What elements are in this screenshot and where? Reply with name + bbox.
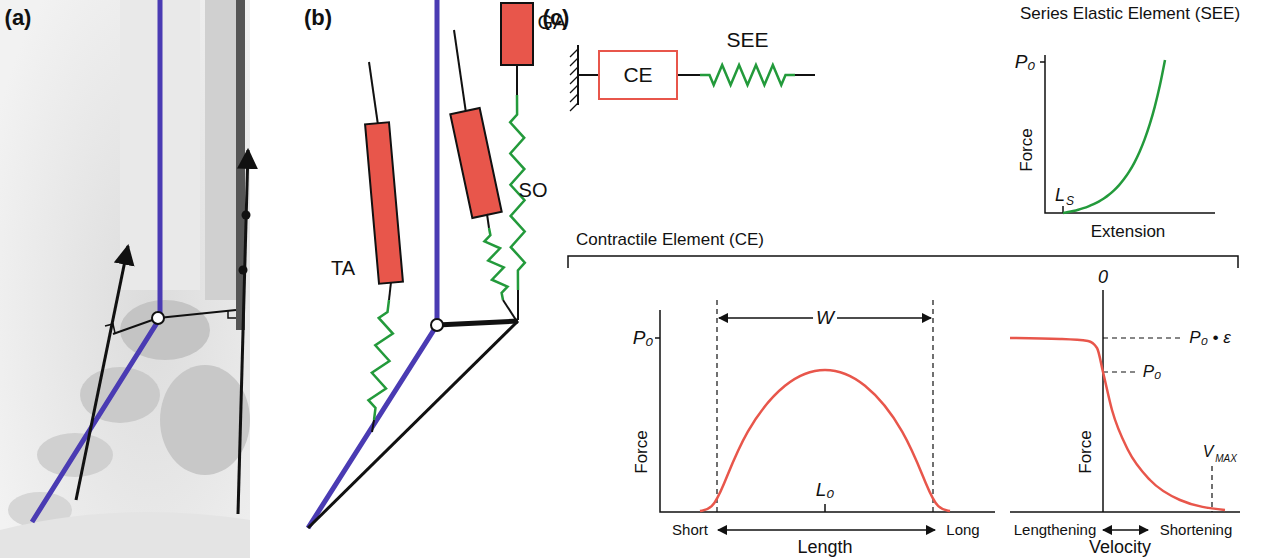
muscle-name: GA: [538, 11, 567, 33]
tendon-line: [487, 214, 489, 228]
element-name: CE: [623, 63, 652, 86]
tendon-line: [389, 282, 391, 300]
right-angle-mark: [228, 311, 236, 318]
heel-lever: [437, 321, 518, 325]
axis-value: P₀: [1015, 52, 1036, 73]
tendon-line: [503, 300, 516, 320]
moment-arm: [158, 310, 236, 318]
axis-title: Force: [1077, 430, 1096, 473]
plot-axes: [1010, 511, 1240, 513]
link-line: [578, 74, 598, 76]
tendon-spring: [484, 228, 507, 300]
zero-axis: [1102, 290, 1104, 512]
force-velocity-curve: [1010, 338, 1225, 510]
axis-end-label: Lengthening: [1014, 522, 1097, 539]
spring-coil: [700, 65, 795, 85]
bracket-title: Contractile Element (CE): [576, 231, 764, 250]
axis-subscript: S: [1066, 195, 1074, 208]
hill-model-plots: [568, 45, 1240, 530]
ankle-joint: [152, 312, 164, 324]
width-label: W: [813, 308, 837, 329]
axis-value: P₀ • ε: [1189, 329, 1230, 348]
muscle-line: [369, 62, 378, 125]
muscle-name: TA: [331, 257, 355, 279]
axis-value: P₀: [633, 328, 654, 349]
link-line: [795, 74, 815, 76]
muscle-block: [450, 108, 501, 218]
plot-axes: [1045, 55, 1215, 213]
direction-arrow: [1103, 529, 1148, 531]
marker-dot: [242, 211, 251, 220]
axis-tick: [655, 337, 660, 339]
tendon-line: [372, 420, 374, 432]
level-guide: [1103, 371, 1135, 372]
mri-image: [0, 0, 250, 558]
muscle-line: [454, 30, 466, 113]
plot-title: Series Elastic Element (SEE): [1020, 5, 1240, 24]
plot-axes: [660, 310, 995, 512]
bracket: [568, 256, 1238, 268]
force-extension-curve: [1063, 60, 1165, 213]
foot-segment: [308, 321, 518, 528]
axis-end-label: Shortening: [1160, 522, 1233, 539]
wall-hatch: [570, 67, 578, 75]
axis-value: 0: [1098, 268, 1108, 288]
panel-letter: (a): [5, 6, 32, 30]
muscle-schematic: [308, 0, 533, 528]
shank-foot-line: [308, 0, 437, 528]
contractile-element-box: CE: [598, 50, 678, 100]
level-guide: [1103, 337, 1180, 338]
panel-letter: (b): [304, 6, 332, 30]
direction-arrow: [718, 529, 935, 531]
axis-value: V: [1203, 443, 1214, 461]
axis-title: Force: [1018, 128, 1037, 171]
force-arrow: [76, 246, 128, 500]
ankle-levers: [32, 0, 251, 522]
right-angle-mark: [105, 324, 115, 333]
axis-end-label: Long: [946, 522, 979, 539]
muscle-name: SO: [519, 179, 548, 201]
muscle-block: [501, 3, 533, 65]
tendon-line: [517, 290, 519, 320]
moment-arm: [113, 318, 158, 334]
wall-hatch: [570, 49, 578, 57]
width-guide: [932, 300, 933, 512]
wall-hatch: [570, 58, 578, 66]
wall-hatch: [570, 76, 578, 84]
axis-title: Force: [633, 430, 652, 473]
axis-title: Length: [797, 538, 852, 558]
axis-title: Velocity: [1089, 538, 1151, 558]
tendon-line: [516, 65, 518, 95]
marker-dot: [239, 266, 248, 275]
link-line: [678, 74, 700, 76]
ankle-joint: [431, 319, 443, 331]
force-length-curve: [700, 370, 950, 511]
force-arrow: [238, 150, 248, 514]
axis-value: P₀: [1143, 363, 1162, 382]
axis-title: Extension: [1091, 223, 1166, 242]
axis-value: L: [1055, 186, 1065, 206]
axis-end-label: Short: [672, 522, 708, 539]
wall-hatch: [570, 85, 578, 93]
wall-hatch: [570, 103, 578, 111]
axis-tick: [1040, 61, 1045, 63]
tendon-spring: [368, 300, 392, 420]
axis-subscript: MAX: [1215, 453, 1237, 464]
element-name: SEE: [726, 28, 768, 51]
width-guide: [716, 300, 717, 512]
wall-hatch: [570, 94, 578, 102]
muscle-block: [365, 122, 403, 283]
shank-foot-line: [32, 0, 160, 522]
series-elastic-spring: SEE: [700, 28, 795, 90]
axis-value: L₀: [816, 480, 835, 501]
vmax-guide: [1211, 466, 1212, 512]
axis-tick: [824, 504, 826, 512]
